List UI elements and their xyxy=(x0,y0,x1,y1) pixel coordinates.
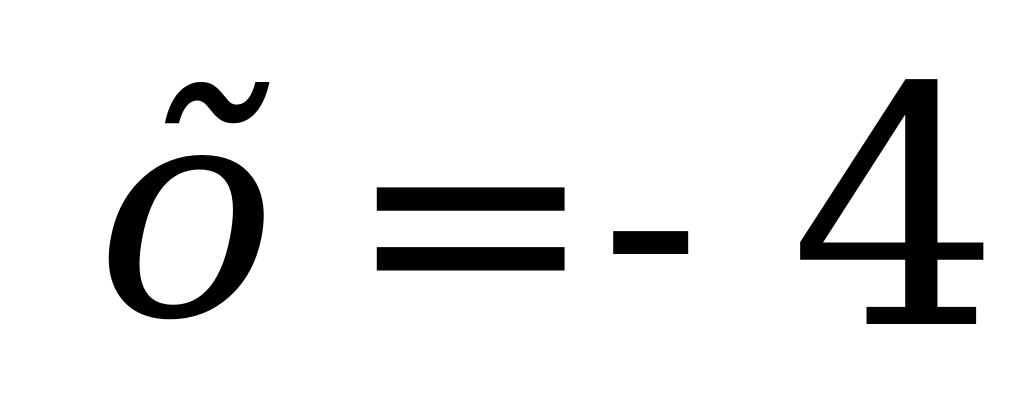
equation-value: 4 xyxy=(790,18,1000,402)
minus-sign: - xyxy=(600,45,702,394)
equals-sign: = xyxy=(345,45,597,394)
equation-variable: õ xyxy=(96,37,277,386)
